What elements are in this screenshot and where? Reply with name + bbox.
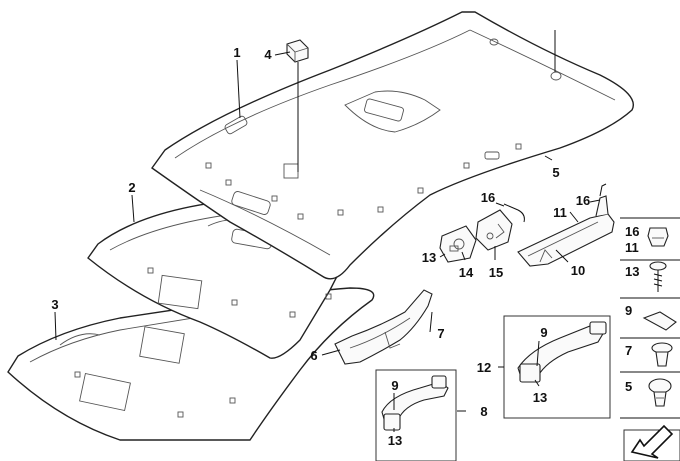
rivet-icon	[651, 342, 673, 367]
callout-12: 12	[477, 360, 491, 375]
fastener-legend	[620, 217, 680, 461]
callout-15: 15	[489, 265, 503, 280]
callout-9-box8: 9	[391, 378, 398, 393]
callout-3: 3	[51, 297, 58, 312]
callout-9-box12: 9	[540, 325, 547, 340]
clip-icon	[647, 227, 669, 247]
part-14-bracket	[439, 225, 477, 263]
legend-numbers: 16 11 13 9 7 5	[625, 224, 639, 394]
callouts: 1 4 2 3 5 6 7 8 9 13 9 13 12 10 11 13 14…	[51, 45, 590, 448]
legend-16: 16	[625, 224, 639, 239]
callout-1: 1	[233, 45, 240, 60]
grab-handle-12	[517, 321, 607, 383]
callout-14: 14	[459, 265, 474, 280]
headliner-panel-1	[151, 11, 634, 280]
part-10-bracket	[517, 195, 615, 267]
part-4-pad	[286, 39, 309, 63]
catalog-arrow-icon	[623, 424, 680, 461]
screw-icon	[649, 261, 667, 292]
legend-7: 7	[625, 343, 632, 358]
callout-8: 8	[480, 404, 487, 419]
callout-13-box8: 13	[388, 433, 402, 448]
callout-13-box12: 13	[533, 390, 547, 405]
legend-13: 13	[625, 264, 639, 279]
legend-9: 9	[625, 303, 632, 318]
assembly-box-8	[375, 369, 457, 461]
callout-10: 10	[571, 263, 585, 278]
callout-16-b: 16	[576, 193, 590, 208]
leader-lines	[54, 30, 601, 432]
callout-16-a: 16	[481, 190, 495, 205]
legend-11: 11	[625, 240, 639, 255]
pad-icon	[642, 311, 677, 331]
part-6-cover-strip	[334, 289, 433, 365]
callout-6: 6	[310, 348, 317, 363]
callout-5: 5	[552, 165, 559, 180]
legend-5: 5	[625, 379, 632, 394]
part-16-stud-b	[599, 183, 607, 197]
push-clip-icon	[648, 378, 672, 407]
callout-5-bg	[545, 161, 567, 183]
callout-4: 4	[264, 47, 272, 62]
grab-handle-8	[381, 375, 449, 431]
callout-13: 13	[422, 250, 436, 265]
callout-2: 2	[128, 180, 135, 195]
callout-11: 11	[553, 205, 567, 220]
part-15-bracket	[475, 209, 513, 251]
part-16-stud-a	[503, 203, 525, 223]
callout-7: 7	[437, 326, 444, 341]
